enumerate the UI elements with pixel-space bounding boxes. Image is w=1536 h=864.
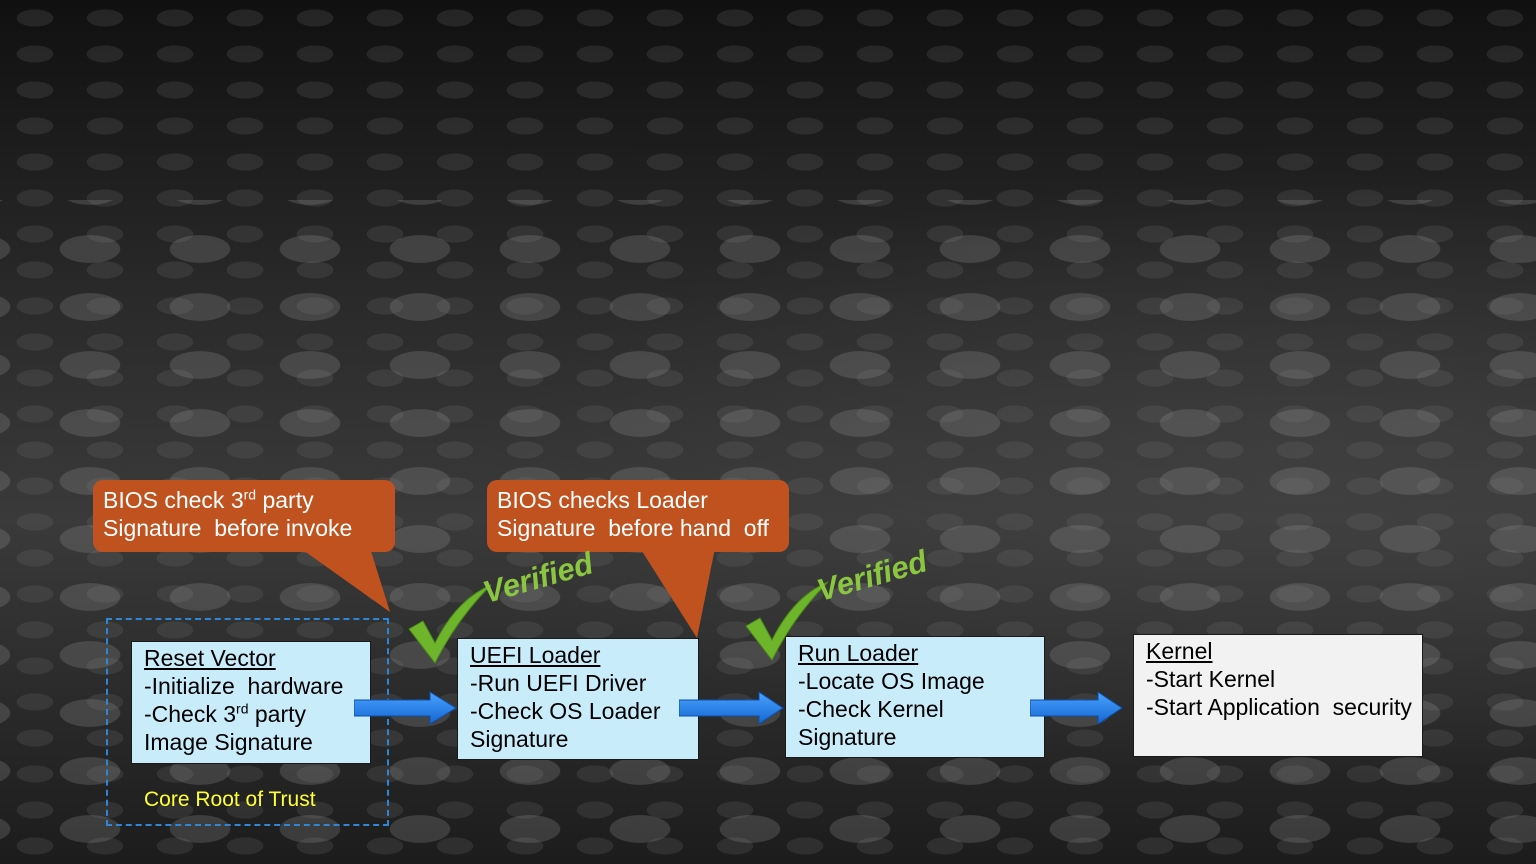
reset-vector-title: Reset Vector: [144, 645, 276, 671]
uefi-loader-line-2: -Check OS Loader: [470, 698, 661, 724]
reset-vector-line-2: -Check 3rd party: [144, 700, 307, 727]
kernel-box: Kernel -Start Kernel -Start Application …: [1133, 634, 1423, 757]
run-loader-title: Run Loader: [798, 640, 919, 666]
callout-bios-loader: BIOS checks Loader Signature before hand…: [487, 480, 789, 552]
core-root-of-trust-label: Core Root of Trust: [144, 788, 316, 811]
flow-arrow-2: [679, 691, 784, 725]
run-loader-line-2: -Check Kernel: [798, 696, 944, 722]
core-root-of-trust-frame: [106, 618, 389, 826]
uefi-loader-line-1: -Run UEFI Driver: [470, 670, 647, 696]
run-loader-line-3: Signature: [798, 724, 897, 750]
callout-2-tail: [640, 548, 715, 638]
flow-arrow-1: [354, 691, 457, 725]
flow-arrow-3: [1030, 691, 1123, 725]
callout-bios-third-party: BIOS check 3rd party Signature before in…: [93, 480, 395, 552]
uefi-loader-line-3: Signature: [470, 726, 569, 752]
kernel-title: Kernel: [1146, 638, 1213, 664]
checkmark-icon: [745, 581, 829, 661]
reset-vector-line-3: Image Signature: [144, 729, 313, 755]
callout-1-tail: [300, 548, 390, 612]
callout-1-line-2: Signature before invoke: [103, 515, 353, 541]
reset-vector-box: Reset Vector -Initialize hardware -Check…: [131, 641, 371, 764]
kernel-line-2: -Start Application security: [1146, 694, 1412, 720]
callout-1-line-1: BIOS check 3rd party: [103, 486, 314, 513]
uefi-loader-box: UEFI Loader -Run UEFI Driver -Check OS L…: [457, 638, 699, 760]
callout-2-line-1: BIOS checks Loader: [497, 487, 708, 513]
kernel-line-1: -Start Kernel: [1146, 666, 1276, 692]
uefi-loader-title: UEFI Loader: [470, 642, 601, 668]
run-loader-line-1: -Locate OS Image: [798, 668, 985, 694]
run-loader-box: Run Loader -Locate OS Image -Check Kerne…: [785, 636, 1045, 758]
callout-2-line-2: Signature before hand off: [497, 515, 769, 541]
checkmark-icon: [408, 584, 492, 664]
reset-vector-line-1: -Initialize hardware: [144, 673, 344, 699]
